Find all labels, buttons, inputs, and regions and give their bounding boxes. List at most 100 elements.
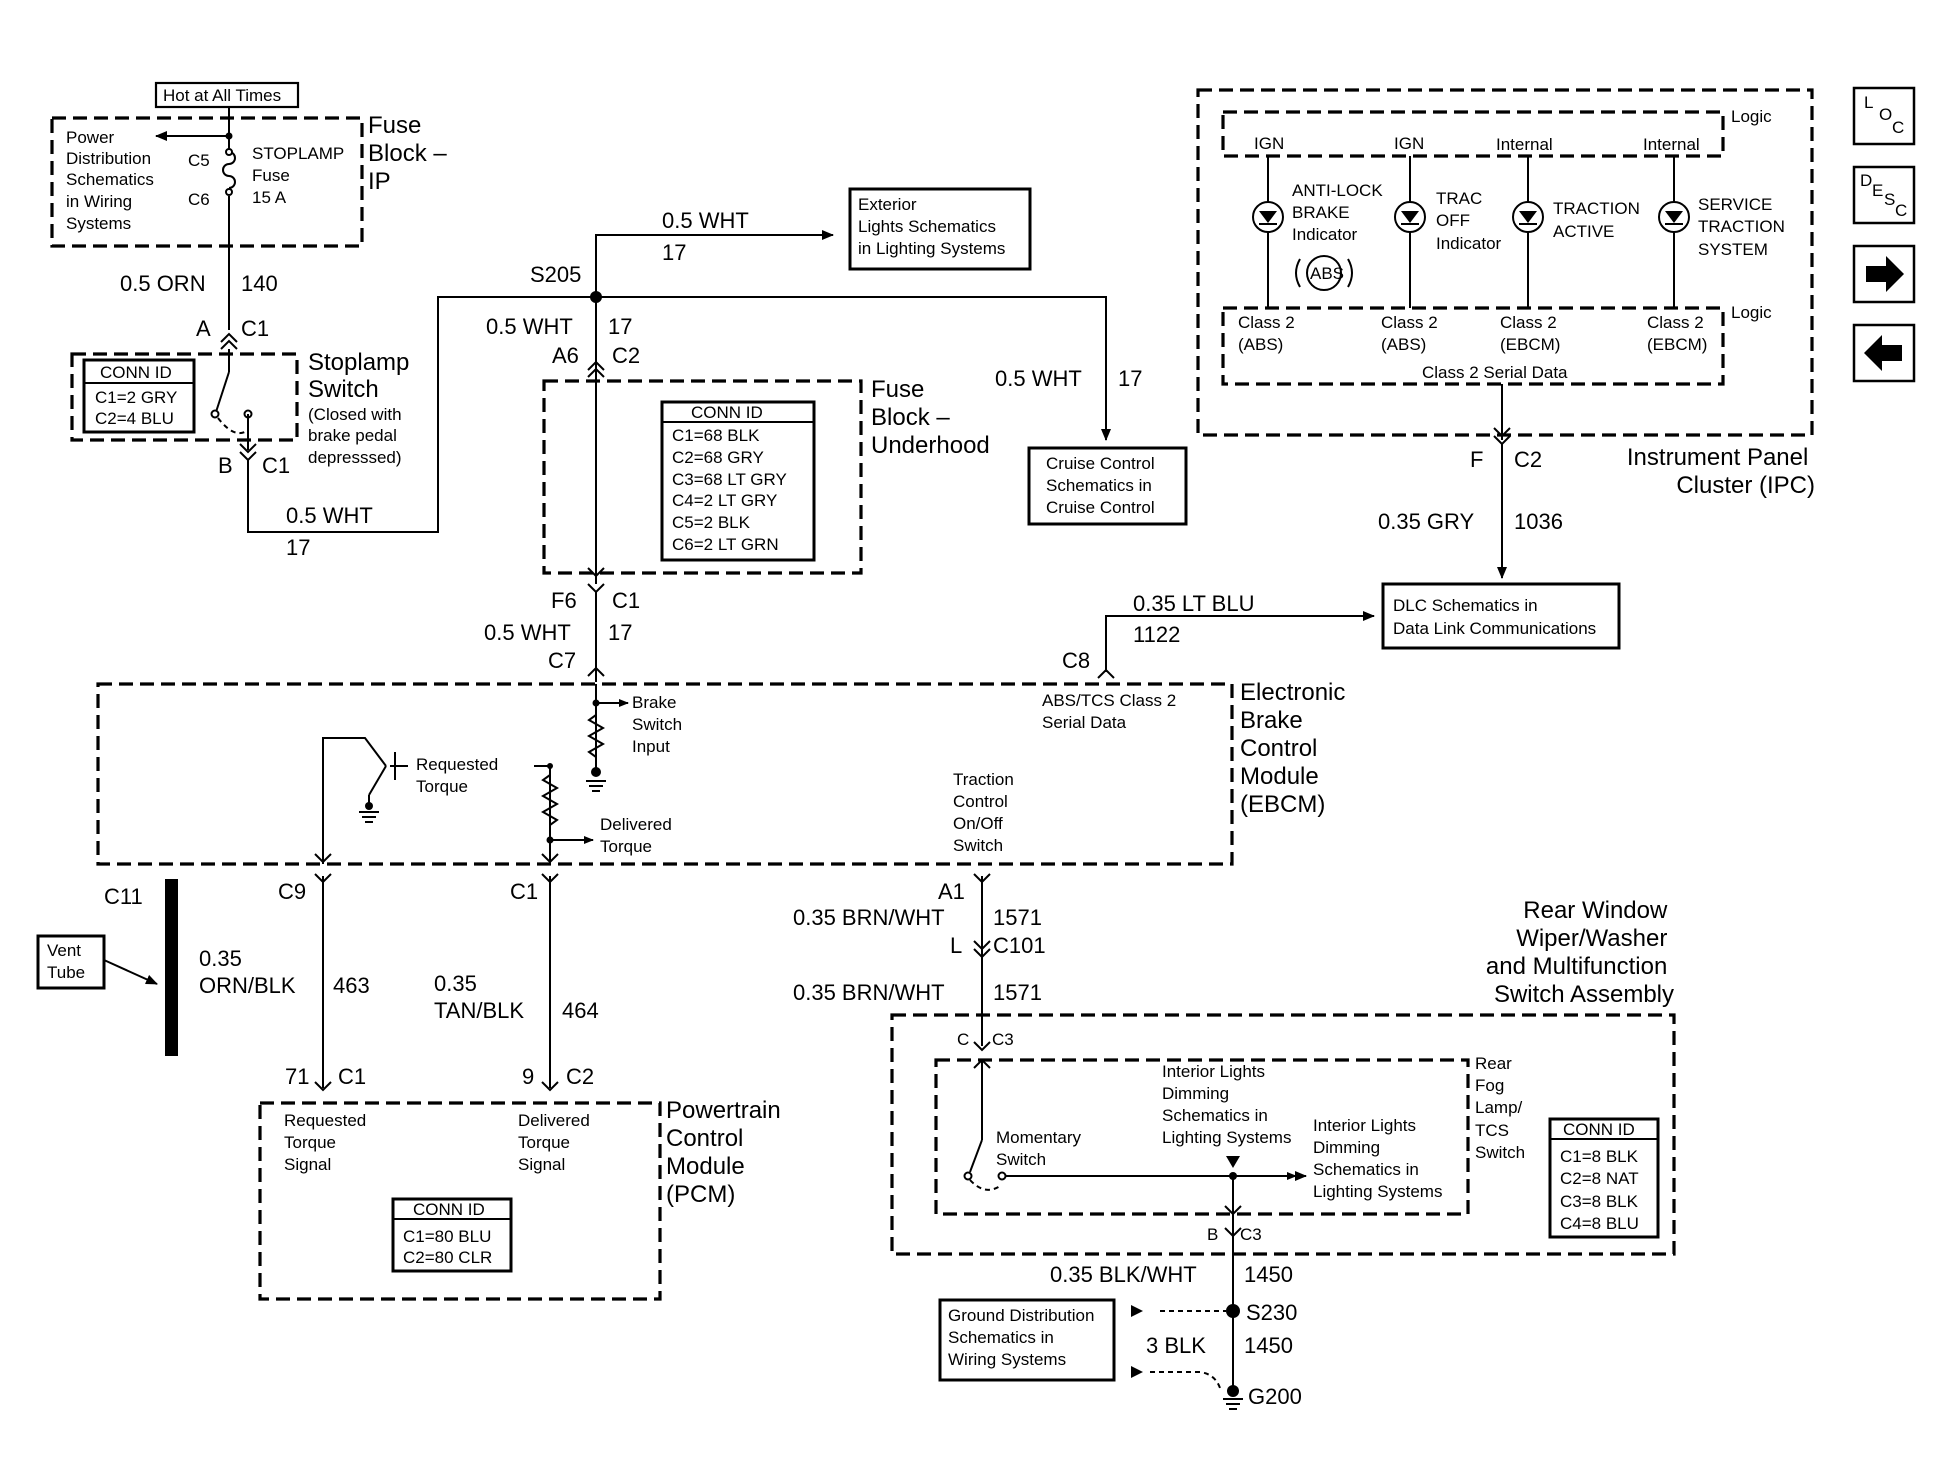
ebcm-module: C7 C8 Brake Switch Input ABS/TCS Class 2… [96,648,1352,909]
fuse-c5-label: C5 [188,151,210,170]
ipc-input-4: Internal [1643,135,1700,154]
ebcm-pin-a1: A1 [938,879,965,904]
stoplamp-conn-c1: C1=2 GRY [95,388,177,407]
ipc-serial-data: Class 2 Serial Data [1422,363,1568,382]
underhood-pin-f6-conn: C1 [612,588,640,613]
wire-orn-blk-circuit: 463 [333,973,370,998]
wire-wht-c7-gauge: 0.5 WHT [484,620,571,645]
rear-wiper-conn-c1: C1=8 BLK [1560,1147,1639,1166]
wire-orn-circuit: 140 [241,271,278,296]
ebcm-pin-c8: C8 [1062,648,1090,673]
wire-wht-cruise-gauge: 0.5 WHT [995,366,1082,391]
rear-wiper-pin-b: B [1207,1225,1218,1244]
underhood-conn-header: CONN ID [691,403,763,422]
wire-wht-c7-circuit: 17 [608,620,632,645]
dimming-top-label: Interior Lights Dimming Schematics in Li… [1162,1062,1291,1147]
fuse-block-underhood: A6 C2 CONN ID C1=68 BLK C2=68 GRY C3=68 … [542,343,990,613]
svg-text:C: C [1892,118,1904,137]
wire-brn-wht-b-circuit: 1571 [993,980,1042,1005]
svg-text:D: D [1860,171,1872,190]
stoplamp-pin-b-conn: C1 [262,453,290,478]
previous-button[interactable] [1852,323,1916,383]
delivered-torque-signal: Delivered Torque Signal [518,1111,595,1174]
svg-text:S: S [1884,190,1895,209]
trac-off-indicator-lamp [1394,201,1426,233]
wire-blk-wht-circuit: 1450 [1244,1262,1293,1287]
ground-distribution-box[interactable] [938,1298,1116,1382]
dlc-box[interactable] [1381,582,1621,650]
ipc-class2-3: Class 2 (EBCM) [1500,313,1561,354]
fuse-block-underhood-title: Fuse Block – Underhood [871,376,990,459]
arrow-left-icon [1864,335,1902,371]
underhood-conn-c5: C5=2 BLK [672,513,751,532]
wire-ltblu-gauge: 0.35 LT BLU [1133,591,1254,616]
underhood-conn-c1: C1=68 BLK [672,426,760,445]
svg-text:ABS: ABS [1310,264,1344,283]
momentary-switch-label: Momentary Switch [996,1128,1086,1169]
wire-wht-a6-circuit: 17 [608,314,632,339]
traction-active-label: TRACTION ACTIVE [1553,199,1645,241]
wire-wht-a6-gauge: 0.5 WHT [486,314,573,339]
ground-distribution-text: Ground Distribution Schematics in Wiring… [948,1306,1099,1369]
wire-gry-circuit: 1036 [1514,509,1563,534]
wire-wht-exterior-circuit: 17 [662,240,686,265]
ebcm-title: Electronic Brake Control Module (EBCM) [1240,679,1352,818]
splice-s230-dot [1226,1304,1240,1318]
instrument-panel-cluster: Logic IGN IGN Internal Internal ANTI-LOC… [1196,88,1815,499]
ipc-pin-f-conn: C2 [1514,447,1542,472]
wire-tan-blk-circuit: 464 [562,998,599,1023]
arrow-right-icon [1866,256,1904,292]
brake-switch-input-label: Brake Switch Input [632,693,687,756]
underhood-pin-a6-conn: C2 [612,343,640,368]
loc-button[interactable]: L O C [1852,86,1916,146]
wire-blk-wht-gauge: 0.35 BLK/WHT [1050,1262,1197,1287]
ipc-class2-4: Class 2 (EBCM) [1647,313,1708,354]
stoplamp-pin-a: A [196,316,211,341]
underhood-conn-c2: C2=68 GRY [672,448,764,467]
wire-brn-wht-b-gauge: 0.35 BRN/WHT [793,980,945,1005]
rear-wiper-conn-c2: C2=8 NAT [1560,1169,1639,1188]
wire-wht-stoplamp-gauge: 0.5 WHT [286,503,373,528]
wire-brn-wht-a-circuit: 1571 [993,905,1042,930]
wire-3blk-circuit: 1450 [1244,1333,1293,1358]
rear-wiper-conn-c3: C3=8 BLK [1560,1192,1639,1211]
rear-wiper-pin-b-conn: C3 [1240,1225,1262,1244]
ebcm-pin-c1: C1 [510,879,538,904]
ipc-class2-2: Class 2 (ABS) [1381,313,1442,354]
rear-wiper-pin-c: C [957,1030,969,1049]
traction-active-lamp [1512,201,1544,233]
service-traction-lamp [1658,201,1690,233]
pcm-conn-header: CONN ID [413,1200,485,1219]
stoplamp-switch-title: Stoplamp Switch [308,349,416,403]
desc-button[interactable]: D E S C [1852,165,1916,225]
dimming-right-label: Interior Lights Dimming Schematics in Li… [1313,1116,1442,1201]
ipc-pin-f: F [1470,447,1483,472]
wire-orn-blk-gauge: 0.35 ORN/BLK [199,946,296,998]
svg-text:C: C [1895,201,1907,220]
pcm-pin-71: 71 [285,1064,309,1089]
service-traction-label: SERVICE TRACTION SYSTEM [1698,195,1790,259]
exterior-lights-box[interactable] [848,187,1032,271]
exterior-lights-text: Exterior Lights Schematics in Lighting S… [858,195,1005,258]
pcm-pin-9-conn: C2 [566,1064,594,1089]
ipc-input-3: Internal [1496,135,1553,154]
cruise-control-box[interactable] [1027,446,1188,526]
stoplamp-switch-note: (Closed with brake pedal depresssed) [308,405,406,467]
ipc-input-1: IGN [1254,134,1284,153]
wire-orn-gauge: 0.5 ORN [120,271,206,296]
ipc-input-2: IGN [1394,134,1424,153]
next-button[interactable] [1852,244,1916,304]
stoplamp-fuse-text: STOPLAMP Fuse 15 A [252,144,349,207]
c101-pin: L [950,933,962,958]
rear-wiper-title: Rear Window Wiper/Washer and Multifuncti… [1486,897,1674,1008]
fuse-symbol [222,151,236,189]
stoplamp-switch: A C1 CONN ID C1=2 GRY C2=4 BLU Stoplamp … [70,316,416,478]
vent-tube-box [36,934,106,990]
abs-tcs-serial-label: ABS/TCS Class 2 Serial Data [1042,691,1181,732]
ground-g200-label: G200 [1248,1384,1302,1409]
underhood-pin-a6: A6 [552,343,579,368]
ipc-class2-1: Class 2 (ABS) [1238,313,1299,354]
abs-indicator-label: ANTI-LOCK BRAKE Indicator [1292,181,1387,244]
ground-g200-dot [1227,1385,1239,1397]
